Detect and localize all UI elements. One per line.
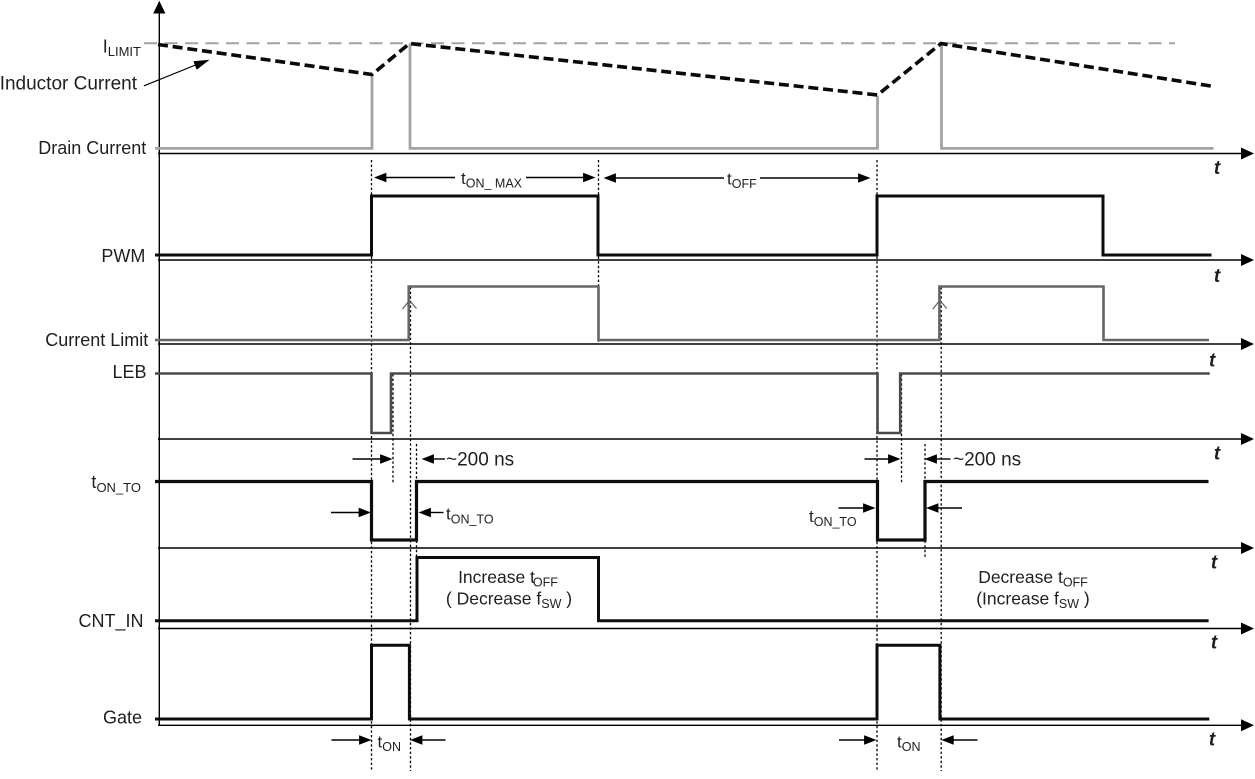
svg-text:t: t: [1209, 350, 1216, 371]
svg-text:LEB: LEB: [112, 362, 146, 382]
svg-text:Current Limit: Current Limit: [45, 330, 148, 350]
svg-text:t: t: [1211, 553, 1218, 574]
svg-text:Increase tOFF: Increase tOFF: [458, 567, 558, 590]
svg-text:PWM: PWM: [101, 246, 145, 266]
svg-text:Inductor Current: Inductor Current: [0, 73, 138, 94]
svg-text:t: t: [1214, 444, 1221, 465]
svg-text:( Decrease fSW ): ( Decrease fSW ): [446, 589, 572, 612]
svg-text:CNT_IN: CNT_IN: [78, 611, 143, 632]
svg-text:~200 ns: ~200 ns: [446, 450, 514, 471]
svg-text:Drain Current: Drain Current: [38, 138, 146, 158]
svg-text:t: t: [1214, 266, 1221, 287]
svg-text:Decrease tOFF: Decrease tOFF: [978, 567, 1088, 590]
svg-text:t: t: [1211, 632, 1218, 653]
svg-text:t: t: [1209, 730, 1216, 751]
svg-text:~200 ns: ~200 ns: [953, 450, 1021, 471]
svg-text:t: t: [1214, 158, 1221, 179]
svg-text:Gate: Gate: [103, 707, 142, 727]
